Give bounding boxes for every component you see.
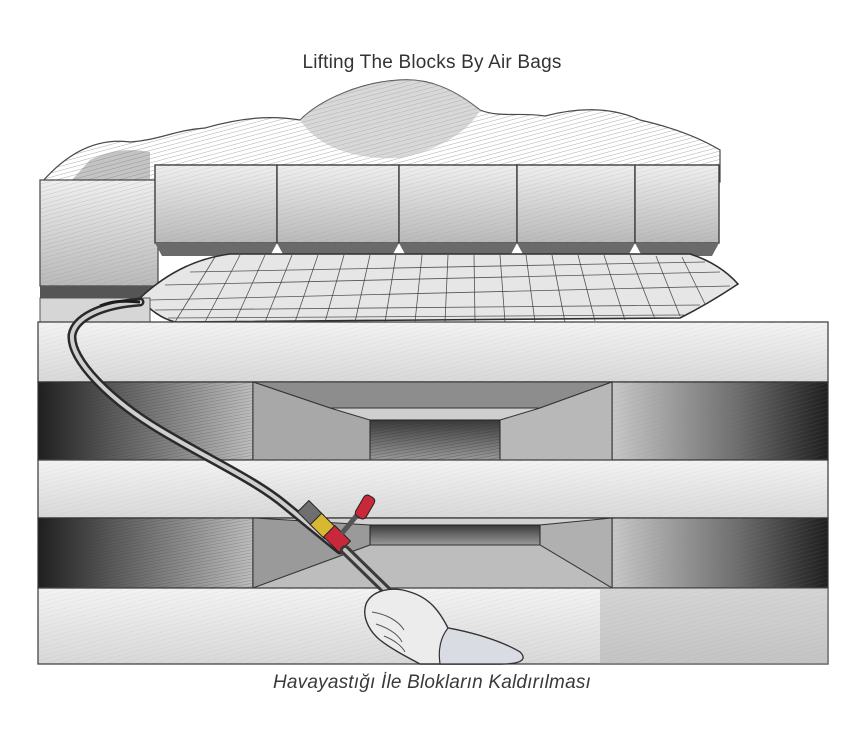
illustration-title: Lifting The Blocks By Air Bags [302, 52, 562, 73]
valve-nozzle [296, 494, 393, 597]
mountains [40, 79, 721, 183]
air-hose [67, 297, 345, 555]
upper-slab [37, 321, 829, 383]
raised-blocks-row [154, 164, 720, 256]
back-block-left [39, 179, 159, 300]
illustration-subtitle: Havayastığı İle Blokların Kaldırılması [272, 672, 592, 693]
gloved-hand [364, 588, 524, 665]
middle-slab [37, 459, 829, 519]
air-bag [138, 253, 740, 323]
lower-cavity-band [37, 517, 829, 589]
upper-cavity-band [37, 381, 829, 461]
